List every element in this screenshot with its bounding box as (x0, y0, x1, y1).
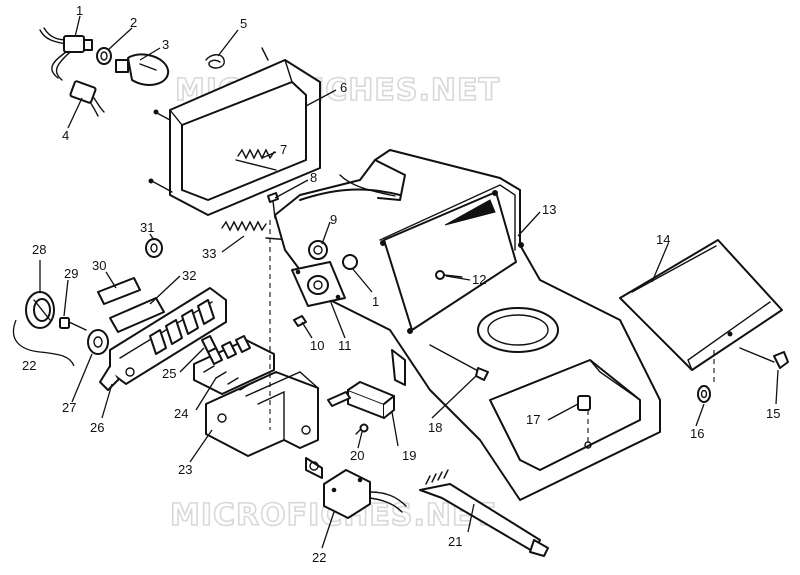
callout-21: 21 (448, 534, 462, 549)
console-hood (274, 149, 661, 501)
clip-17 (577, 395, 591, 411)
callout-10: 10 (310, 338, 324, 353)
callout-16: 16 (690, 426, 704, 441)
washer-16 (697, 385, 711, 403)
callout-8: 8 (310, 170, 317, 185)
spring-clip (205, 54, 225, 69)
callout-15: 15 (766, 406, 780, 421)
callout-31: 31 (140, 220, 154, 235)
screw-20 (355, 423, 369, 435)
callout-32: 32 (182, 268, 196, 283)
callout-26: 26 (90, 420, 104, 435)
grommet-1b (342, 254, 358, 270)
callout-23: 23 (178, 462, 192, 477)
callout-27: 27 (62, 400, 76, 415)
callout-12: 12 (472, 272, 486, 287)
callout-30: 30 (92, 258, 106, 273)
callout-14: 14 (656, 232, 670, 247)
lens-32 (109, 297, 165, 333)
callout-5: 5 (240, 16, 247, 31)
callout-25: 25 (162, 366, 176, 381)
cap-28 (25, 291, 55, 329)
callout-3: 3 (162, 37, 169, 52)
callout-24: 24 (174, 406, 188, 421)
bolt-18 (429, 344, 489, 381)
callout-1: 1 (76, 3, 83, 18)
grommet-31 (145, 238, 163, 258)
connector-22 (305, 457, 407, 519)
switch-19 (327, 381, 395, 419)
cover-panel (619, 239, 783, 371)
ribbon-cable-21 (419, 469, 549, 557)
key-switch-9 (308, 240, 328, 260)
callout-6: 6 (340, 80, 347, 95)
wing-screw-15 (739, 347, 789, 369)
callout-29: 29 (64, 266, 78, 281)
clip-29 (59, 317, 87, 331)
callout-11: 11 (338, 338, 352, 353)
callout-labels: 1 2 3 4 5 6 7 8 9 10 11 1 12 13 14 15 16… (22, 3, 780, 565)
callout-7: 7 (280, 142, 287, 157)
bracket-23 (205, 371, 319, 457)
headlight-housing (148, 47, 321, 216)
callout-20: 20 (350, 448, 364, 463)
adjusting-spring-upper (235, 148, 277, 171)
callout-2: 2 (130, 15, 137, 30)
fuse-25 (201, 335, 217, 353)
callout-22a: 22 (22, 358, 36, 373)
connector-plug (69, 80, 105, 117)
callout-28: 28 (32, 242, 46, 257)
fuse-panel-26 (99, 287, 227, 391)
callout-22b: 22 (312, 550, 326, 565)
bulb-socket-harness (39, 27, 93, 81)
retaining-ring (96, 47, 112, 65)
callout-17: 17 (526, 412, 540, 427)
knob-27 (87, 329, 109, 355)
callout-4: 4 (62, 128, 69, 143)
callout-18: 18 (428, 420, 442, 435)
decal-30 (97, 277, 141, 305)
assembly-guides (269, 220, 715, 445)
callout-9: 9 (330, 212, 337, 227)
switch-plate-11 (291, 261, 346, 307)
headlight-bulb (115, 53, 170, 86)
screw-12 (435, 270, 463, 280)
callout-1b: 1 (372, 294, 379, 309)
callout-19: 19 (402, 448, 416, 463)
callout-13: 13 (542, 202, 556, 217)
leader-lines (12, 15, 779, 549)
callout-33: 33 (202, 246, 216, 261)
